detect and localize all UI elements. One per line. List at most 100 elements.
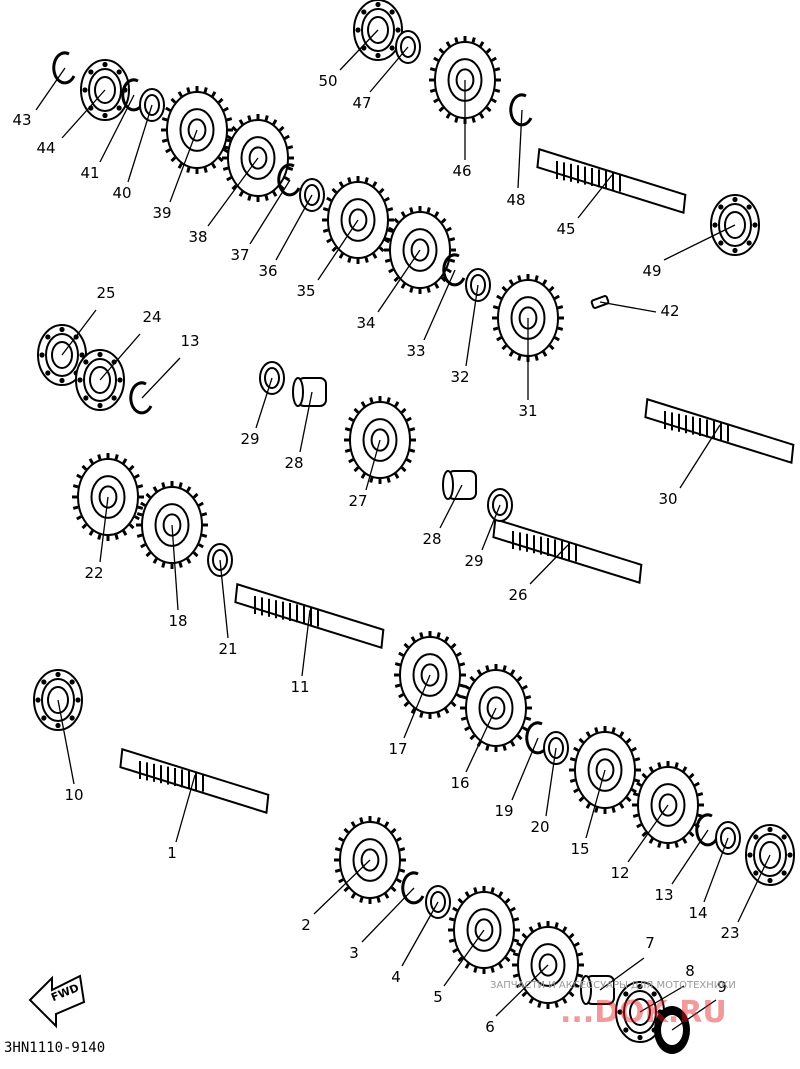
part-label-p39: 39	[152, 204, 171, 222]
part-label-p25: 25	[96, 284, 115, 302]
part-label-p31: 31	[518, 402, 537, 420]
part-p19-circlip	[525, 721, 549, 755]
leader-p1	[175, 774, 196, 843]
part-label-p32: 32	[450, 368, 469, 386]
leader-p3	[361, 887, 415, 943]
leader-p43	[35, 67, 66, 111]
leader-p35	[317, 219, 359, 281]
leader-p12	[627, 804, 669, 863]
part-label-p49: 49	[642, 262, 661, 280]
part-label-p12: 12	[610, 864, 629, 882]
leader-p48	[517, 109, 523, 189]
part-p33-circlip	[442, 253, 466, 287]
leader-p29a	[255, 377, 273, 429]
part-p13b-circlip	[695, 813, 719, 847]
part-label-p28a: 28	[284, 454, 303, 472]
leader-p8	[639, 985, 685, 1013]
leader-p6	[495, 964, 549, 1017]
part-p30-shaft	[644, 397, 795, 464]
leader-p45	[577, 174, 613, 219]
leader-p13b	[671, 829, 709, 885]
part-label-p17: 17	[388, 740, 407, 758]
part-label-p46: 46	[452, 162, 471, 180]
leader-p7	[599, 957, 645, 991]
part-p1-shaft	[119, 747, 270, 814]
part-label-p26: 26	[508, 586, 527, 604]
leader-p28a	[299, 391, 313, 453]
part-label-p34: 34	[356, 314, 375, 332]
part-label-p50: 50	[318, 72, 337, 90]
part-p32-washer	[465, 268, 491, 302]
part-label-p4: 4	[391, 968, 401, 986]
part-label-p24: 24	[142, 308, 161, 326]
part-p49-bearing	[710, 194, 760, 256]
leader-p13a	[141, 357, 181, 399]
leader-p44	[61, 89, 106, 139]
catalog-number: 3HN1110-9140	[4, 1040, 105, 1056]
part-label-p40: 40	[112, 184, 131, 202]
leader-p37	[249, 179, 291, 245]
leader-p28b	[439, 484, 463, 529]
part-label-p10: 10	[64, 786, 83, 804]
part-label-p16: 16	[450, 774, 469, 792]
part-label-p27: 27	[348, 492, 367, 510]
part-label-p11: 11	[290, 678, 309, 696]
leader-p32	[465, 284, 479, 367]
part-label-p41: 41	[80, 164, 99, 182]
leader-p41	[99, 94, 135, 163]
part-label-p23: 23	[720, 924, 739, 942]
leader-p49	[663, 224, 736, 261]
part-label-p20: 20	[530, 818, 549, 836]
part-label-p29b: 29	[464, 552, 483, 570]
part-label-p30: 30	[658, 490, 677, 508]
part-p26-shaft	[492, 517, 643, 584]
leader-p34	[377, 249, 421, 313]
part-p41-circlip	[121, 78, 145, 112]
leader-p23	[737, 854, 771, 923]
part-label-p37: 37	[230, 246, 249, 264]
watermark: ЗАПЧАСТИ И АКСЕССУАРЫ ДЛЯ МОТОТЕХНИКИ ..…	[490, 980, 736, 1030]
leader-p47	[369, 46, 409, 93]
leader-p26	[529, 544, 569, 585]
part-p45-shaft	[536, 147, 687, 214]
leader-p24	[99, 333, 141, 381]
parts-layer	[33, 0, 795, 1054]
part-label-p45: 45	[556, 220, 575, 238]
leader-p17	[403, 674, 431, 739]
part-label-p7: 7	[645, 934, 655, 952]
leader-p33	[423, 269, 456, 341]
part-label-p33: 33	[406, 342, 425, 360]
part-label-p21: 21	[218, 640, 237, 658]
leader-p21	[219, 559, 229, 639]
leader-p18	[171, 524, 179, 611]
part-label-p13a: 13	[180, 332, 199, 350]
fwd-arrow-icon	[28, 974, 86, 1029]
part-label-p43: 43	[12, 111, 31, 129]
leader-p9	[671, 999, 717, 1031]
leader-p15	[585, 769, 606, 839]
part-label-p28b: 28	[422, 530, 441, 548]
leader-p5	[443, 929, 485, 987]
part-label-p2: 2	[301, 916, 311, 934]
part-p28b-bushing	[442, 470, 477, 500]
part-label-p6: 6	[485, 1018, 495, 1036]
part-label-p5: 5	[433, 988, 443, 1006]
leader-p29b	[481, 504, 501, 551]
part-label-p18: 18	[168, 612, 187, 630]
leader-p4	[401, 901, 439, 967]
leader-p16	[465, 707, 497, 773]
leader-p10	[57, 699, 75, 785]
part-label-p42: 42	[660, 302, 679, 320]
leader-p20	[545, 747, 557, 817]
part-label-p35: 35	[296, 282, 315, 300]
part-label-p22: 22	[84, 564, 103, 582]
leader-p50	[339, 29, 379, 71]
part-label-p14: 14	[688, 904, 707, 922]
part-label-p3: 3	[349, 944, 359, 962]
leader-p22	[99, 496, 109, 563]
leader-p19	[511, 737, 539, 801]
part-p48-circlip	[509, 93, 533, 127]
part-labels: 4344414039383736355047464845493433323142…	[12, 72, 739, 1036]
leader-p11	[301, 609, 311, 677]
